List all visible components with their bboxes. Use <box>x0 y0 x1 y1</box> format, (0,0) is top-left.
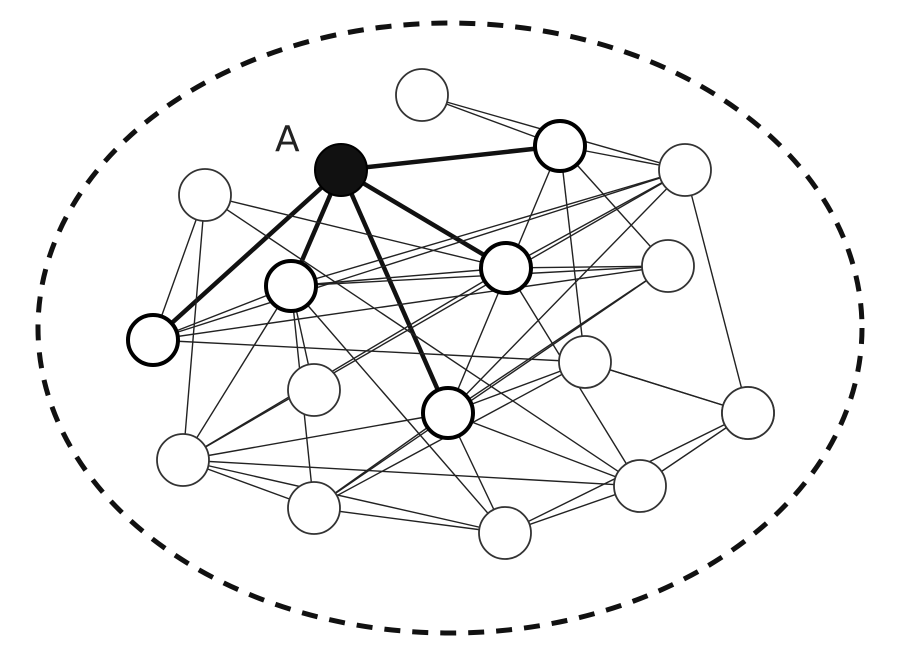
edge <box>182 459 641 487</box>
edge <box>152 339 586 363</box>
edge <box>182 285 292 461</box>
network-node <box>287 481 341 535</box>
network-node <box>156 433 210 487</box>
network-node <box>558 335 612 389</box>
edge <box>584 361 749 414</box>
edge <box>182 169 686 461</box>
edge <box>447 412 641 487</box>
edge <box>290 265 669 287</box>
edge <box>290 169 686 287</box>
edge <box>313 412 449 509</box>
edge <box>204 194 507 269</box>
strong-edge <box>338 169 451 414</box>
edge <box>505 169 686 269</box>
edge <box>447 169 686 414</box>
edge <box>290 267 507 287</box>
neighbor-node <box>479 241 533 295</box>
network-node <box>395 68 449 122</box>
network-node <box>478 506 532 560</box>
network-node <box>721 386 775 440</box>
network-node <box>613 459 667 513</box>
edge <box>182 459 506 534</box>
network-node <box>641 239 695 293</box>
neighbor-node <box>126 313 180 367</box>
edge <box>505 265 669 269</box>
edge <box>182 267 507 461</box>
edge <box>182 412 449 461</box>
edge <box>290 285 506 534</box>
strong-edge <box>151 168 343 342</box>
nodes <box>126 68 775 560</box>
neighbor-node <box>264 259 318 313</box>
network-node <box>658 143 712 197</box>
strong-edge <box>339 168 508 270</box>
edge <box>684 169 749 414</box>
edge <box>313 507 506 534</box>
edge <box>152 265 669 341</box>
edge <box>152 169 686 341</box>
neighbor-node <box>533 119 587 173</box>
edge <box>204 194 641 487</box>
neighbor-node <box>421 386 475 440</box>
network-node <box>178 168 232 222</box>
focal-node <box>314 143 368 197</box>
network-node <box>287 363 341 417</box>
strong-edge <box>340 143 561 173</box>
edge <box>313 265 669 509</box>
focal-node-label: A <box>275 119 300 160</box>
network-boundary <box>35 20 865 636</box>
